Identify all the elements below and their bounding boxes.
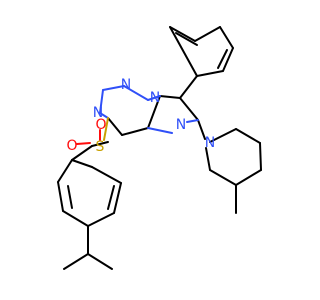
bond: [222, 47, 234, 72]
bond: [159, 95, 181, 99]
bond: [71, 159, 93, 168]
bond: [169, 26, 196, 42]
molecule-structure: N N N N N S O O: [57, 26, 262, 270]
bond: [63, 253, 89, 270]
bond: [87, 212, 115, 227]
bond: [147, 127, 173, 134]
carbon-bonds: [57, 26, 262, 270]
bond: [87, 253, 113, 270]
bond: [62, 210, 89, 227]
bond: [259, 142, 262, 171]
bond: [103, 117, 109, 141]
bond: [57, 181, 64, 212]
bond: [99, 89, 104, 114]
bond: [209, 169, 237, 186]
sulfonyl-bonds: [76, 117, 109, 145]
nitrogen-label: N: [121, 77, 131, 93]
bond: [235, 128, 261, 144]
nitrogen-label: N: [176, 117, 186, 133]
bond: [147, 95, 161, 101]
nitrogen-label: N: [205, 135, 215, 151]
nitrogen-bonds: [99, 85, 199, 134]
bond: [235, 169, 262, 186]
bond: [219, 26, 234, 49]
bond: [175, 32, 198, 46]
bond: [57, 159, 73, 183]
nitrogen-label: N: [150, 90, 160, 106]
bond: [169, 26, 198, 77]
bond: [147, 95, 161, 129]
bond: [67, 185, 73, 209]
bond: [71, 145, 93, 161]
bond: [99, 112, 109, 119]
bond: [196, 70, 224, 77]
oxygen-label: O: [66, 138, 77, 154]
bond: [91, 166, 122, 184]
sulfur-label: S: [96, 139, 105, 155]
atom-labels: N N N N N S O O: [66, 77, 215, 155]
oxygen-label: O: [95, 117, 106, 133]
bond: [209, 128, 237, 143]
bond: [76, 142, 91, 145]
nitrogen-label: N: [93, 105, 103, 121]
bond: [91, 141, 109, 147]
bond: [121, 127, 149, 136]
bond: [107, 117, 123, 136]
molecule-canvas: N N N N N S O O: [57, 26, 262, 270]
bond: [102, 85, 125, 91]
bond: [179, 75, 198, 99]
bond: [205, 147, 211, 171]
bond: [113, 182, 122, 214]
bond: [179, 97, 199, 121]
bond: [217, 49, 228, 69]
bond: [197, 119, 206, 140]
bond: [194, 26, 221, 42]
bond: [123, 85, 149, 101]
bond: [107, 185, 115, 210]
bond: [186, 119, 199, 123]
